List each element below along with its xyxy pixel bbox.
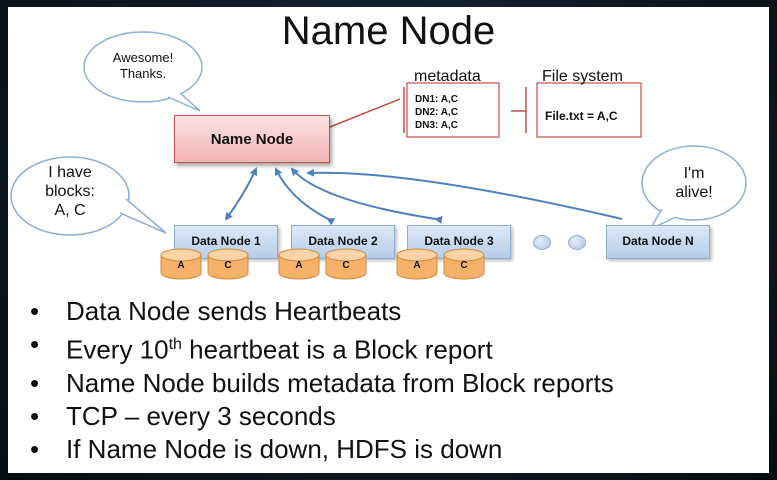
bullet-text: TCP – every 3 seconds — [66, 400, 336, 431]
slide: Name Node — [8, 7, 769, 473]
bullet-item: •Every 10th heartbeat is a Block report — [30, 329, 493, 365]
block-cylinder: A — [396, 248, 438, 280]
block-cylinder: A — [160, 248, 202, 280]
block-cylinder: C — [207, 248, 249, 280]
block-cylinder: C — [325, 248, 367, 280]
block-cylinder: A — [278, 248, 320, 280]
file-system-box — [536, 82, 642, 138]
arrow-dnn — [306, 168, 623, 220]
speech-name-node-text: Awesome! Thanks. — [94, 50, 192, 81]
bullet-text: Every 10 — [66, 334, 169, 365]
speech-data-node-n-text: I'm alive! — [648, 164, 740, 202]
metadata-label: metadata — [414, 68, 481, 85]
ellipsis-dot — [533, 235, 551, 250]
block-label: A — [177, 260, 185, 271]
ellipsis-dot — [568, 235, 586, 250]
speech-line: alive! — [675, 184, 713, 202]
speech-line: I'm — [683, 165, 705, 182]
speech-line: I have — [48, 164, 92, 181]
block-label: A — [413, 260, 421, 271]
speech-bubble-data-node-n — [641, 145, 747, 231]
speech-line: blocks: — [45, 183, 95, 201]
bullet-text: heartbeat is a Block report — [181, 334, 493, 365]
bullet-item: •If Name Node is down, HDFS is down — [30, 433, 503, 464]
metadata-line-dn2: DN2: A,C — [415, 107, 458, 118]
bullet-item: •Name Node builds metadata from Block re… — [30, 367, 614, 398]
metadata-line-dn3: DN3: A,C — [415, 120, 458, 131]
block-cylinder: C — [443, 248, 485, 280]
metadata-connector — [329, 87, 527, 133]
speech-line: Thanks. — [119, 65, 167, 81]
bullet-list: •Data Node sends Heartbeats •Every 10th … — [30, 295, 614, 466]
data-node-n: Data Node N — [606, 225, 710, 259]
block-label: C — [342, 260, 350, 271]
heartbeat-arrows — [224, 167, 623, 226]
bullet-superscript: th — [168, 336, 182, 353]
block-label: C — [224, 260, 232, 271]
bullet-item: •TCP – every 3 seconds — [30, 400, 336, 431]
bullet-text: Name Node builds metadata from Block rep… — [66, 367, 614, 398]
bullet-text: If Name Node is down, HDFS is down — [66, 433, 503, 464]
speech-data-node-1-text: I have blocks: A, C — [18, 163, 122, 221]
file-system-entry: File.txt = A,C — [545, 109, 618, 123]
block-label: C — [460, 260, 468, 271]
diagram-overlay — [10, 31, 747, 236]
arrow-dn2 — [274, 167, 336, 226]
block-label: A — [295, 260, 303, 271]
metadata-box — [406, 82, 500, 138]
speech-line: Awesome! — [112, 50, 174, 65]
speech-line: A, C — [54, 202, 86, 220]
speech-bubble-name-node — [83, 31, 203, 112]
slide-title: Name Node — [281, 9, 496, 53]
bullet-item: •Data Node sends Heartbeats — [30, 296, 402, 326]
file-system-label: File system — [542, 68, 623, 85]
name-node-box: Name Node — [174, 115, 330, 163]
metadata-line-dn1: DN1: A,C — [415, 94, 458, 105]
arrow-dn3 — [290, 167, 443, 224]
bullet-text: Data Node sends Heartbeats — [66, 296, 402, 326]
speech-bubble-data-node-1 — [10, 156, 167, 236]
